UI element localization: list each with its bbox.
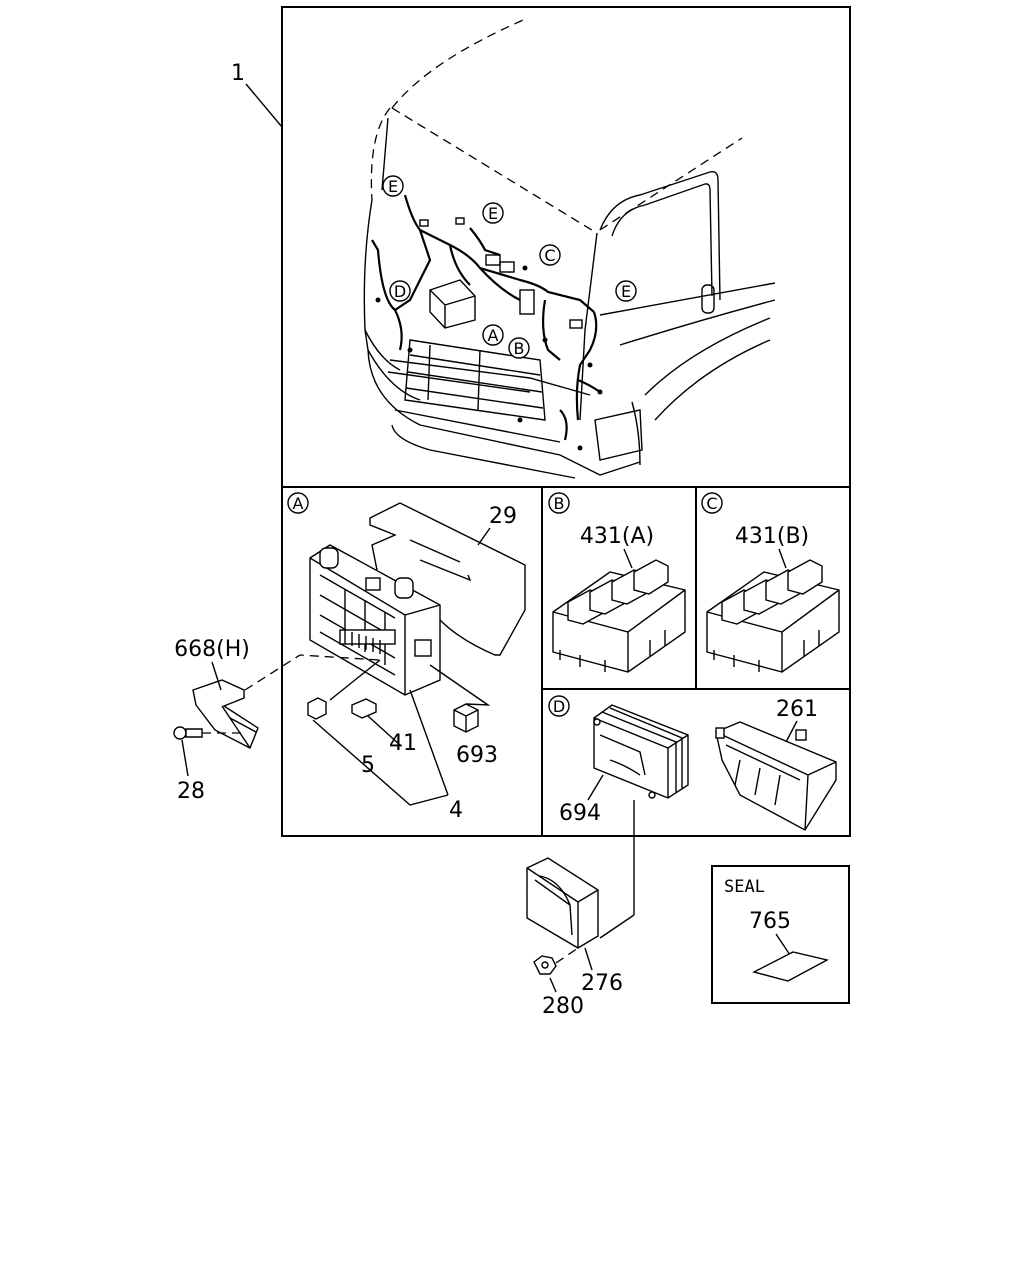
marker-e-2: E [482, 202, 504, 224]
marker-e-1: E [382, 175, 404, 197]
svg-text:276: 276 [581, 971, 623, 996]
marker-b: B [508, 337, 530, 359]
fuse-5-part [307, 697, 327, 720]
svg-text:E: E [388, 177, 398, 196]
module-assembly: 276 280 [526, 800, 635, 1019]
svg-text:C: C [706, 494, 717, 513]
svg-text:E: E [621, 282, 631, 301]
svg-text:D: D [553, 697, 565, 716]
diagram-frames [281, 6, 851, 1004]
bracket-assembly: 668(H) 28 [173, 637, 381, 804]
cab-detail-markers: E E C E D A B [382, 175, 637, 359]
panel-c: C 431(B) [701, 492, 840, 673]
svg-text:765: 765 [749, 909, 791, 934]
svg-text:693: 693 [456, 743, 498, 768]
truck-cab-illustration [363, 17, 776, 479]
seal-765-part [752, 951, 829, 982]
panel-a: A 29 5 4 [287, 492, 526, 823]
marker-a: A [482, 324, 504, 346]
svg-text:A: A [488, 326, 499, 345]
svg-text:431(B): 431(B) [735, 524, 809, 549]
svg-text:5: 5 [361, 753, 375, 778]
nut-280 [533, 955, 557, 975]
svg-text:B: B [514, 339, 525, 358]
panel-b-marker: B [548, 492, 570, 514]
svg-text:C: C [544, 246, 555, 265]
svg-text:E: E [488, 204, 498, 223]
panel-d-marker: D [548, 695, 570, 717]
fuse-box-cover [369, 502, 526, 656]
svg-text:280: 280 [542, 994, 584, 1019]
panel-d: D 694 261 [548, 695, 837, 831]
connector-431a [552, 559, 686, 673]
panel-c-marker: C [701, 492, 723, 514]
svg-text:41: 41 [389, 731, 417, 756]
svg-text:B: B [554, 494, 565, 513]
svg-text:SEAL: SEAL [724, 877, 765, 897]
svg-text:A: A [293, 494, 304, 513]
cover-261 [715, 721, 837, 831]
marker-e-3: E [615, 280, 637, 302]
seal-box: SEAL 765 [724, 877, 829, 982]
svg-text:4: 4 [449, 798, 463, 823]
panel-a-marker: A [287, 492, 309, 514]
wiring-harness [371, 194, 603, 451]
svg-text:694: 694 [559, 801, 601, 826]
marker-c: C [539, 244, 561, 266]
svg-text:668(H): 668(H) [174, 637, 250, 662]
svg-text:261: 261 [776, 697, 818, 722]
svg-text:1: 1 [231, 61, 245, 86]
connector-431b [706, 559, 840, 673]
svg-text:D: D [394, 282, 406, 301]
svg-text:29: 29 [489, 504, 517, 529]
module-276 [526, 857, 599, 949]
marker-d: D [389, 280, 411, 302]
svg-text:28: 28 [177, 779, 205, 804]
controller-694 [593, 704, 689, 799]
panel-b: B 431(A) [548, 492, 686, 673]
svg-text:431(A): 431(A) [580, 524, 654, 549]
fuse-41-part [351, 698, 377, 719]
callout-harness: 1 [231, 61, 283, 128]
